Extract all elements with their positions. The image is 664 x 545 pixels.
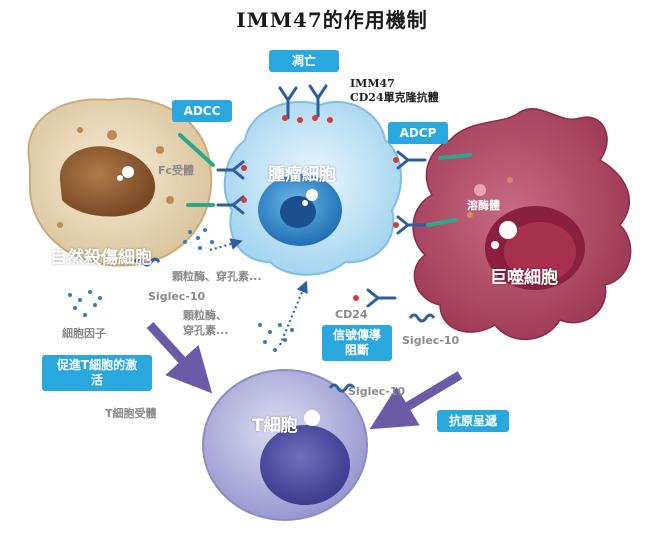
antigen-tag: 抗原呈遞 [437,410,509,432]
granzyme-t-label: 顆粒酶、 穿孔素... [183,309,229,338]
siglec-mac-label: Siglec-10 [402,334,460,347]
lysosome-label: 溶酶體 [467,199,500,212]
cd24-label: CD24 [335,308,368,321]
macrophage-label: 巨噬細胞 [490,268,558,288]
tumor-cell-label: 腫瘤細胞 [268,165,336,185]
tumor-cell-icon [223,100,402,276]
granule-dots [68,228,294,352]
siglec-t-label: Siglec-10 [348,385,406,398]
granzyme-nk-label: 顆粒酶、穿孔素... [172,270,262,283]
tcr-label: T細胞受體 [105,407,157,420]
antibody-label: IMM47 CD24單克隆抗體 [350,77,439,105]
nk-cell-label: 自然殺傷細胞 [50,248,152,268]
antibody-icons [178,84,472,308]
apoptosis-tag: 凋亡 [269,50,339,72]
diagram-title: IMM47的作用機制 [236,8,428,32]
t-cell-icon [202,369,368,521]
t-activation-tag: 促進T細胞的激 活 [42,355,152,391]
dotted-arrows [209,238,308,346]
adcc-tag: ADCC [172,100,232,122]
adcp-tag: ADCP [388,122,448,144]
cytokines-label: 細胞因子 [62,327,106,340]
fc-receptor-label: Fc受體 [158,164,195,177]
macrophage-icon [412,107,632,341]
nk-cell-icon [27,97,213,267]
t-cell-label: T細胞 [252,416,298,436]
purple-arrows [146,321,463,430]
siglec-nk-label: Siglec-10 [148,290,206,303]
signal-block-tag: 信號傳導 阻斷 [322,325,392,361]
siglec-coil-icons [133,257,436,393]
